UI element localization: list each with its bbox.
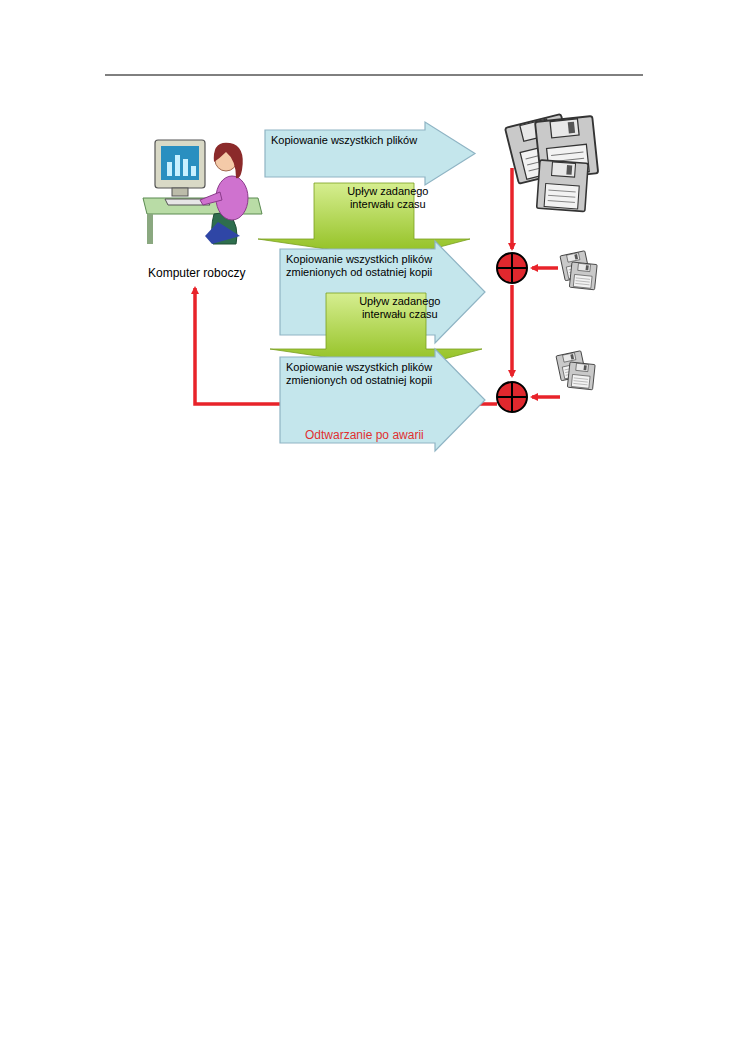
restore-arrows — [195, 168, 560, 404]
arrow-text: Upływ zadanego interwału czasu — [352, 295, 448, 321]
merge-symbol — [497, 253, 527, 283]
floppy-small — [556, 351, 595, 390]
top-rule — [105, 75, 643, 76]
arrow-shape — [265, 122, 475, 185]
arrow-text: Kopiowanie wszystkich plików zmienionych… — [286, 253, 458, 279]
floppy-stack — [505, 114, 598, 211]
merge-symbol — [497, 382, 527, 412]
computer-user-clipart — [143, 140, 262, 244]
arrow-text: Kopiowanie wszystkich plików zmienionych… — [286, 361, 458, 387]
copy-arrow: Kopiowanie wszystkich plików — [265, 122, 475, 185]
computer-label: Komputer roboczy — [148, 266, 245, 280]
arrow-text: Kopiowanie wszystkich plików — [271, 134, 417, 147]
arrow-text: Upływ zadanego interwału czasu — [340, 185, 436, 211]
floppy-small — [560, 251, 597, 290]
restore-label: Odtwarzanie po awarii — [305, 428, 424, 442]
